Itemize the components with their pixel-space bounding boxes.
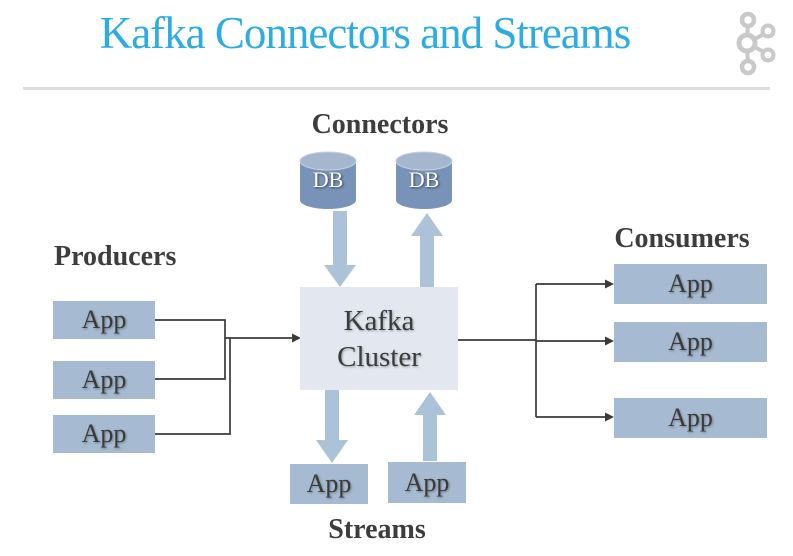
consumer-app-node-3: App (614, 398, 767, 438)
producer-app-node-2: App (53, 361, 155, 399)
consumer-app-node-2: App (614, 322, 767, 362)
streams-heading: Streams (328, 514, 426, 545)
producer-app-node-1: App (53, 301, 155, 339)
arrow-stream-app-to-cluster (414, 392, 446, 461)
arrow-db-to-cluster (324, 211, 356, 287)
db-label: DB (312, 167, 344, 192)
line-producer1-producer2-bracket (155, 319, 226, 380)
consumer-app-node-1: App (614, 264, 767, 304)
producer-app-node-3: App (53, 415, 155, 453)
db-label: DB (408, 167, 440, 192)
kafka-cluster-box: Kafka Cluster (300, 287, 458, 390)
arrow-cluster-to-stream-app (316, 390, 348, 463)
stream-app-node-1: App (290, 464, 368, 504)
page-title: Kafka Connectors and Streams (99, 8, 632, 58)
db-cylinder-sink: DB (395, 151, 453, 211)
arrowhead-consumer1 (605, 279, 614, 289)
stream-app-node-2: App (388, 462, 466, 503)
arrow-cluster-to-db (411, 213, 443, 287)
connectors-heading: Connectors (311, 109, 449, 140)
cylinder-shape-icon (395, 151, 453, 209)
db-cylinder-source: DB (299, 151, 357, 211)
producers-heading: Producers (54, 241, 177, 272)
title-divider (23, 87, 770, 90)
cluster-label-line2: Cluster (337, 340, 421, 373)
kafka-logo-icon (736, 11, 776, 76)
arrowhead-consumer2 (605, 336, 614, 346)
arrowhead-consumer3 (605, 412, 614, 422)
line-producer3-merge (155, 338, 231, 435)
cluster-label-line1: Kafka (343, 304, 415, 337)
cylinder-shape-icon (299, 151, 357, 209)
consumers-heading: Consumers (614, 223, 750, 254)
